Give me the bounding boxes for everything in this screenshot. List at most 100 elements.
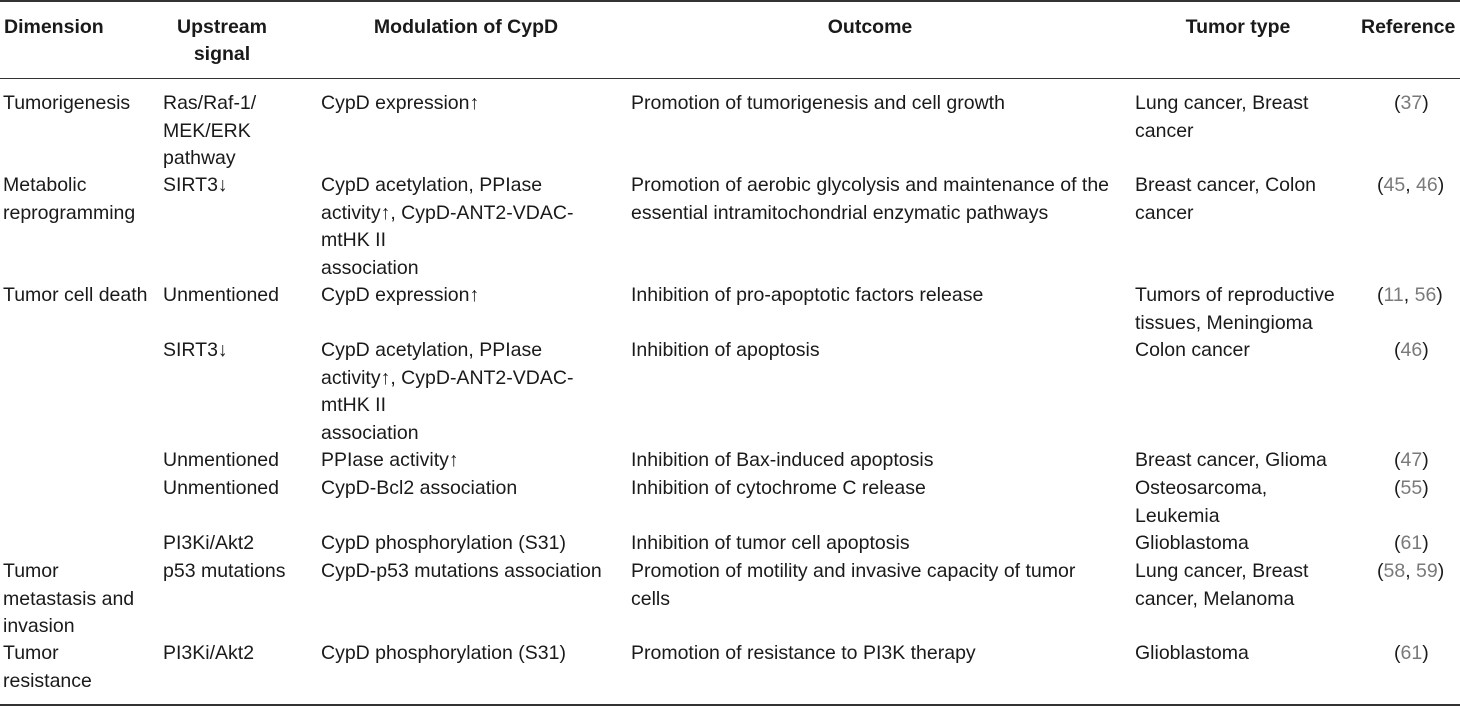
cell-outcome: Promotion of tumorigenesis and cell grow…: [631, 90, 1005, 118]
cell-upstream: SIRT3↓: [163, 172, 228, 200]
header-tumor-type: Tumor type: [1185, 16, 1291, 38]
cell-line: Osteosarcoma,: [1135, 477, 1268, 499]
cell-tumor-type: Tumors of reproductive tissues, Meningiom…: [1135, 282, 1335, 337]
reference-number: 37: [1400, 92, 1423, 114]
cell-line: Tumor cell death: [3, 284, 148, 306]
reference-number: 45: [1383, 174, 1406, 196]
reference-number: 58: [1383, 560, 1406, 582]
cell-line: Tumorigenesis: [3, 92, 131, 114]
reference-number: 47: [1400, 449, 1423, 471]
cell-line: CypD-Bcl2 association: [321, 477, 518, 499]
table-top-rule: [0, 0, 1460, 2]
cell-line: tissues, Meningioma: [1135, 311, 1313, 334]
table-header-rule: [0, 78, 1460, 79]
cell-line: Ras/Raf-1/: [163, 92, 257, 114]
cell-line: SIRT3↓: [163, 174, 228, 196]
cell-dimension: Tumorigenesis: [3, 90, 130, 118]
cell-line: Lung cancer, Breast: [1135, 92, 1309, 114]
cell-line: invasion: [3, 615, 75, 637]
cell-line: metastasis and: [3, 587, 135, 610]
cell-reference: (61): [1394, 642, 1429, 664]
table-bottom-rule: [0, 704, 1460, 706]
cell-modulation: CypD expression↑: [321, 282, 479, 310]
cell-upstream: SIRT3↓: [163, 337, 228, 365]
header-upstream-line-1: Upstream: [177, 16, 267, 38]
cell-line: CypD acetylation, PPIase: [321, 339, 543, 361]
cell-modulation: CypD expression↑: [321, 90, 479, 118]
cell-line: PPIase activity↑: [321, 449, 459, 471]
cell-modulation: CypD phosphorylation (S31): [321, 530, 566, 558]
cell-upstream: p53 mutations: [163, 558, 286, 586]
header-dimension: Dimension: [4, 16, 104, 38]
cell-reference: (37): [1394, 92, 1429, 114]
cell-reference: (61): [1394, 532, 1429, 554]
cell-tumor-type: Lung cancer, Breast cancer, Melanoma: [1135, 558, 1308, 613]
cell-tumor-type: Lung cancer, Breast cancer: [1135, 90, 1308, 145]
cell-reference: (55): [1394, 477, 1429, 499]
cell-line: association: [321, 256, 419, 279]
cell-line: Inhibition of cytochrome C release: [631, 477, 926, 499]
reference-number: 55: [1400, 477, 1423, 499]
cell-line: Breast cancer, Colon: [1135, 174, 1317, 196]
cell-line: Promotion of resistance to PI3K therapy: [631, 642, 976, 664]
cell-outcome: Inhibition of Bax-induced apoptosis: [631, 447, 933, 475]
cell-line: Glioblastoma: [1135, 642, 1249, 664]
cell-line: Inhibition of pro-apoptotic factors rele…: [631, 284, 984, 306]
cell-line: CypD phosphorylation (S31): [321, 642, 566, 664]
cell-upstream: PI3Ki/Akt2: [163, 640, 254, 668]
cell-line: cancer, Melanoma: [1135, 587, 1295, 610]
cell-line: PI3Ki/Akt2: [163, 532, 255, 554]
cell-upstream: Unmentioned: [163, 475, 279, 503]
cell-upstream: Unmentioned: [163, 282, 279, 310]
cell-line: Inhibition of Bax-induced apoptosis: [631, 449, 934, 471]
cell-line: cancer: [1135, 201, 1194, 224]
cell-line: Unmentioned: [163, 477, 279, 499]
cell-modulation: CypD-Bcl2 association: [321, 475, 517, 503]
cell-reference: (58, 59): [1377, 560, 1445, 582]
cell-outcome: Inhibition of cytochrome C release: [631, 475, 926, 503]
cell-line: Unmentioned: [163, 284, 279, 306]
cell-line: pathway: [163, 147, 236, 169]
cell-line: Promotion of motility and invasive capac…: [631, 560, 1076, 582]
cell-line: Promotion of aerobic glycolysis and main…: [631, 174, 1110, 196]
cell-line: activity↑, CypD-ANT2-VDAC-: [321, 366, 574, 389]
reference-number: 11: [1383, 284, 1404, 306]
cell-line: Tumor: [3, 642, 59, 664]
cell-upstream: PI3Ki/Akt2: [163, 530, 254, 558]
cell-modulation: CypD acetylation, PPIase activity↑, CypD-…: [321, 337, 573, 447]
cell-line: mtHK II: [321, 229, 387, 251]
cell-tumor-type: Osteosarcoma, Leukemia: [1135, 475, 1267, 530]
header-reference: Reference: [1361, 16, 1456, 38]
cell-reference: (45, 46): [1377, 174, 1445, 196]
cell-line: resistance: [3, 669, 92, 692]
header-upstream-line-2: signal: [193, 43, 251, 65]
cell-line: Tumors of reproductive: [1135, 284, 1335, 306]
cell-line: cells: [631, 587, 671, 610]
cell-outcome: Promotion of resistance to PI3K therapy: [631, 640, 976, 668]
cell-line: reprogramming: [3, 201, 136, 224]
reference-number: 61: [1400, 642, 1423, 664]
cell-line: association: [321, 421, 419, 444]
cell-line: CypD phosphorylation (S31): [321, 532, 566, 554]
cell-dimension: Tumor cell death: [3, 282, 148, 310]
cell-line: p53 mutations: [163, 560, 286, 582]
cell-outcome: Inhibition of apoptosis: [631, 337, 820, 365]
cell-line: activity↑, CypD-ANT2-VDAC-: [321, 201, 574, 224]
cell-line: Tumor: [3, 560, 59, 582]
cell-line: cancer: [1135, 119, 1194, 142]
cell-reference: (46): [1394, 339, 1429, 361]
cell-line: MEK/ERK: [163, 119, 251, 142]
cell-line: mtHK II: [321, 394, 387, 416]
cell-line: Leukemia: [1135, 504, 1220, 527]
cell-modulation: CypD phosphorylation (S31): [321, 640, 566, 668]
cell-outcome: Inhibition of tumor cell apoptosis: [631, 530, 910, 558]
cell-line: Unmentioned: [163, 449, 279, 471]
cell-line: Lung cancer, Breast: [1135, 560, 1309, 582]
cell-line: Inhibition of tumor cell apoptosis: [631, 532, 910, 554]
cell-tumor-type: Breast cancer, Glioma: [1135, 447, 1327, 475]
reference-number: 59: [1416, 560, 1438, 582]
header-modulation: Modulation of CypD: [373, 16, 559, 38]
cell-line: Inhibition of apoptosis: [631, 339, 820, 361]
